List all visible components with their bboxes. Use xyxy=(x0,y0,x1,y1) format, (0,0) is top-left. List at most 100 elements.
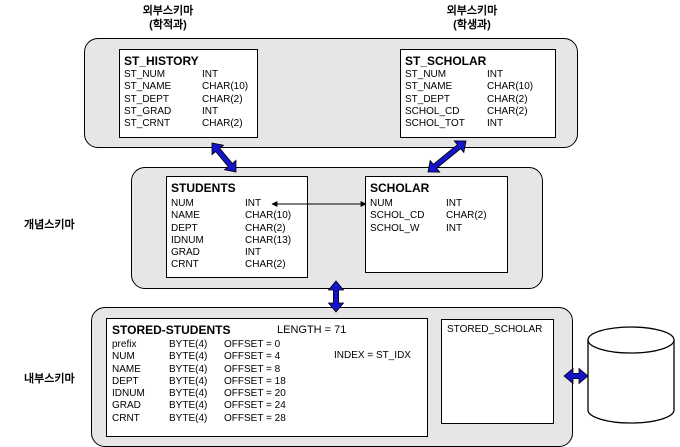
stored-students-length: LENGTH = 71 xyxy=(277,324,347,336)
field-type: INT xyxy=(245,198,262,209)
field-offset: OFFSET = 18 xyxy=(224,375,286,387)
field-type: INT xyxy=(202,69,219,80)
students-title: STUDENTS xyxy=(171,181,236,195)
scholar-field-row: SCHOL_CD CHAR(2) xyxy=(370,210,505,222)
field-type: INT xyxy=(446,222,463,234)
st-history-field-row: ST_DEPT CHAR(2) xyxy=(124,94,254,106)
scholar-fields: NUM INT SCHOL_CD CHAR(2) SCHOL_W INT xyxy=(370,198,505,235)
field-name: NAME xyxy=(112,363,141,375)
st-scholar-field-row: ST_NAME CHAR(10) xyxy=(405,81,553,93)
field-type: CHAR(2) xyxy=(446,210,487,222)
external-schema-left-line1: 외부스키마 xyxy=(142,5,194,17)
field-offset: OFFSET = 20 xyxy=(224,388,286,400)
field-name: NAME xyxy=(171,210,200,222)
scholar-title: SCHOLAR xyxy=(370,181,430,195)
blue-double-arrow-shape xyxy=(427,140,467,173)
blue-double-arrow-shape xyxy=(327,280,345,313)
students-field-row: NAME CHAR(10) xyxy=(171,210,305,222)
field-type: BYTE(4) xyxy=(169,400,208,412)
field-type: CHAR(2) xyxy=(202,93,243,105)
field-name: ST_NAME xyxy=(405,81,453,93)
students-field-row: CRNT CHAR(2) xyxy=(171,259,305,271)
field-name: SCHOL_CD xyxy=(370,210,425,222)
field-type: INT xyxy=(245,247,262,259)
scholar-field-row: SCHOL_W INT xyxy=(370,223,505,235)
field-type: CHAR(13) xyxy=(245,234,292,246)
st-scholar-field-row: SCHOL_CD CHAR(2) xyxy=(405,106,553,118)
stored-scholar-record: STORED_SCHOLAR xyxy=(441,319,554,424)
field-type: BYTE(4) xyxy=(169,388,208,400)
field-type: INT xyxy=(202,105,219,117)
field-type: CHAR(2) xyxy=(245,222,286,234)
field-name: SCHOL_TOT xyxy=(405,118,465,130)
conceptual-schema-label: 개념스키마 xyxy=(24,219,75,231)
scholar-mapping-arrow xyxy=(427,140,467,173)
field-name: NUM xyxy=(112,351,135,363)
field-name: GRAD xyxy=(171,247,200,259)
field-type: BYTE(4) xyxy=(169,363,208,375)
field-name: NUM xyxy=(370,198,393,209)
field-offset: OFFSET = 24 xyxy=(224,400,286,412)
external-schema-label-right: 외부스키마 (학생과) xyxy=(427,4,517,32)
field-name: SCHOL_CD xyxy=(405,105,460,117)
storage-access-arrow xyxy=(563,367,589,385)
field-type: CHAR(10) xyxy=(245,210,292,222)
st-scholar-title: ST_SCHOLAR xyxy=(405,54,487,68)
field-type: INT xyxy=(487,69,504,80)
st-history-title: ST_HISTORY xyxy=(124,54,199,68)
field-type: BYTE(4) xyxy=(169,412,208,424)
field-name: DEPT xyxy=(171,222,198,234)
field-name: IDNUM xyxy=(112,388,145,400)
field-name: ST_NUM xyxy=(124,69,166,80)
students-field-row: NUM INT xyxy=(171,198,305,210)
st-history-field-row: ST_NUM INT xyxy=(124,69,254,81)
field-name: ST_CRNT xyxy=(124,118,171,130)
field-name: CRNT xyxy=(112,412,140,424)
field-type: INT xyxy=(487,118,504,130)
field-offset: OFFSET = 4 xyxy=(224,351,281,363)
stored-students-field-row: GRAD BYTE(4) OFFSET = 24 xyxy=(112,400,322,412)
external-schema-left-line2: (학적과) xyxy=(149,19,187,31)
database-cylinder-icon xyxy=(587,326,675,424)
field-name: ST_DEPT xyxy=(124,93,170,105)
field-name: SCHOL_W xyxy=(370,222,420,234)
students-field-row: DEPT CHAR(2) xyxy=(171,223,305,235)
scholar-field-row: NUM INT xyxy=(370,198,505,210)
stored-students-field-row: IDNUM BYTE(4) OFFSET = 20 xyxy=(112,388,322,400)
field-type: CHAR(10) xyxy=(487,81,534,93)
field-type: CHAR(2) xyxy=(245,259,286,271)
field-name: NUM xyxy=(171,198,194,209)
stored-students-index: INDEX = ST_IDX xyxy=(334,350,411,361)
field-type: CHAR(2) xyxy=(487,93,528,105)
field-name: ST_NAME xyxy=(124,81,172,93)
history-students-mapping-arrow xyxy=(211,142,237,173)
field-type: CHAR(2) xyxy=(487,105,528,117)
field-type: INT xyxy=(446,198,463,209)
stored-students-record: STORED-STUDENTS LENGTH = 71 INDEX = ST_I… xyxy=(106,318,428,437)
st-history-field-row: ST_NAME CHAR(10) xyxy=(124,81,254,93)
field-name: CRNT xyxy=(171,259,199,271)
conceptual-internal-mapping-arrow xyxy=(327,280,345,313)
blue-double-arrow-shape xyxy=(563,367,589,385)
internal-schema-label: 내부스키마 xyxy=(24,373,75,385)
field-type: BYTE(4) xyxy=(169,339,208,350)
field-name: GRAD xyxy=(112,400,141,412)
field-name: ST_DEPT xyxy=(405,93,451,105)
field-type: CHAR(2) xyxy=(202,118,243,130)
field-type: CHAR(10) xyxy=(202,81,249,93)
blue-double-arrow-shape xyxy=(211,142,237,173)
scholar-table: SCHOLAR NUM INT SCHOL_CD CHAR(2) SCHOL_W INT xyxy=(365,176,508,273)
